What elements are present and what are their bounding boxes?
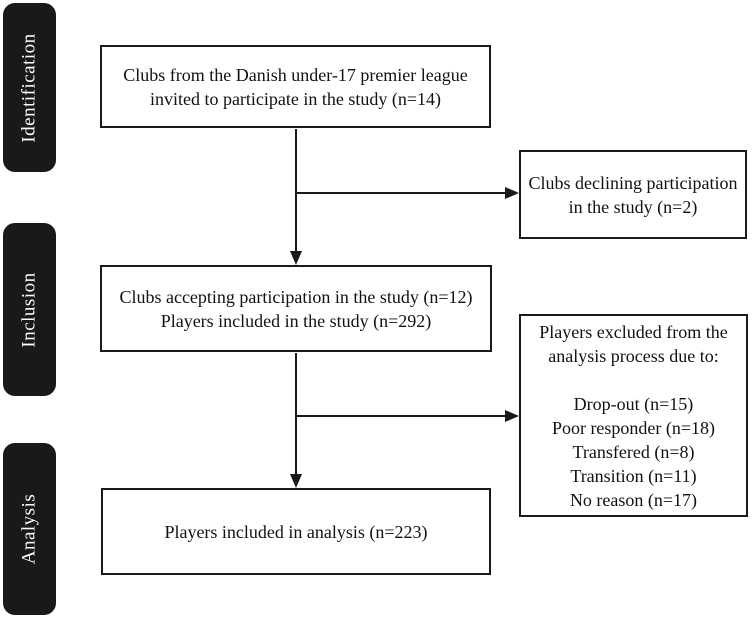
stage-analysis-label: Analysis: [18, 493, 40, 565]
stage-inclusion-label: Inclusion: [18, 271, 40, 348]
box-clubs-accepting-line-1: Clubs accepting participation in the stu…: [119, 286, 473, 307]
box-players-excluded-line-7: Transition (n=11): [570, 465, 697, 486]
box-players-excluded-line-6: Transfered (n=8): [572, 441, 695, 462]
arrow-branch-to-declining-head: [505, 187, 519, 199]
box-players-excluded-line-4: Drop-out (n=15): [573, 393, 694, 414]
box-players-excluded-line-1: Players excluded from the: [539, 321, 728, 342]
arrow-invited-to-accepting-head: [290, 251, 302, 265]
box-clubs-declining-line-2: in the study (n=2): [568, 196, 698, 217]
stage-analysis: Analysis: [3, 443, 56, 615]
box-clubs-declining: Clubs declining participation in the stu…: [519, 150, 747, 239]
box-players-excluded-line-5: Poor responder (n=18): [551, 417, 716, 438]
box-clubs-accepting: Clubs accepting participation in the stu…: [100, 265, 492, 352]
box-clubs-accepting-line-2: Players included in the study (n=292): [160, 310, 432, 331]
box-clubs-declining-line-1: Clubs declining participation: [528, 172, 738, 193]
box-clubs-invited: Clubs from the Danish under-17 premier l…: [100, 45, 491, 128]
box-players-excluded: Players excluded from the analysis proce…: [519, 314, 748, 517]
box-clubs-invited-line-1: Clubs from the Danish under-17 premier l…: [123, 64, 468, 85]
box-clubs-invited-line-2: invited to participate in the study (n=1…: [149, 88, 442, 109]
arrow-branch-to-excluded-head: [505, 410, 519, 422]
box-players-excluded-line-8: No reason (n=17): [569, 489, 698, 510]
box-players-analysis-line-1: Players included in analysis (n=223): [164, 521, 428, 542]
box-players-excluded-line-3: [521, 368, 746, 392]
arrow-accepting-to-analysis-head: [290, 474, 302, 488]
box-players-excluded-line-2: analysis process due to:: [548, 345, 719, 366]
box-players-analysis: Players included in analysis (n=223): [101, 488, 491, 575]
stage-identification: Identification: [3, 3, 56, 172]
stage-identification-label: Identification: [18, 32, 40, 143]
stage-inclusion: Inclusion: [3, 223, 56, 396]
